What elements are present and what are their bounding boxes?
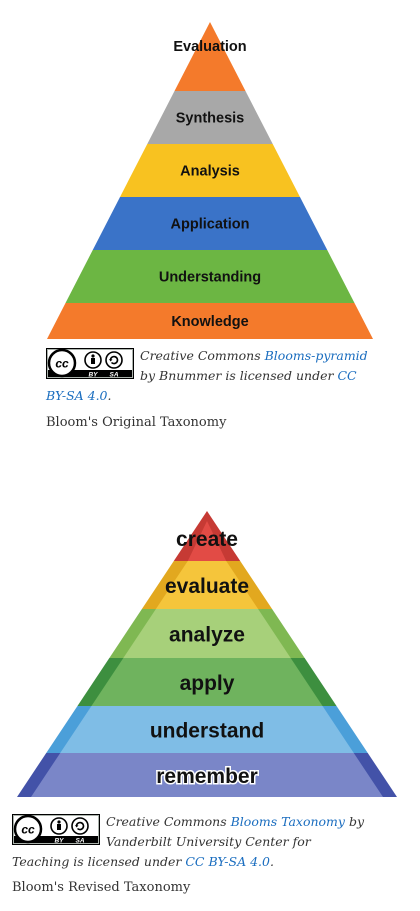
- original-credit: cc BY SA Creative Commons Blooms-pyramid…: [46, 348, 368, 403]
- source-link[interactable]: Blooms Taxonomy: [230, 814, 345, 829]
- pyramid-level-analyze: [123, 609, 291, 658]
- pyramid-level-apply: [91, 658, 323, 706]
- pyramid-level-create: [187, 521, 227, 561]
- license-link[interactable]: CC BY-SA 4.0: [185, 854, 270, 869]
- pyramid-level-evaluation: [174, 22, 246, 91]
- pyramid-level-knowledge: [47, 303, 373, 339]
- svg-text:BY: BY: [88, 371, 98, 378]
- pyramid-level-analysis: [120, 144, 300, 197]
- pyramid-label-knowledge: Knowledge: [171, 314, 248, 330]
- original-caption: Bloom's Original Taxonomy: [46, 415, 227, 430]
- pyramid-label-remember: remember: [156, 765, 258, 788]
- pyramid-label-synthesis: Synthesis: [176, 111, 245, 127]
- pyramid-label-apply: apply: [180, 672, 235, 695]
- cc-text: cc: [21, 823, 35, 837]
- svg-text:SA: SA: [75, 837, 84, 844]
- svg-text:BY: BY: [54, 837, 64, 844]
- pyramid-level-understand: [60, 706, 354, 753]
- source-link[interactable]: Blooms-pyramid: [264, 348, 368, 363]
- pyramid-label-evaluate: evaluate: [165, 575, 249, 598]
- pyramid-label-create: create: [176, 528, 238, 551]
- pyramid-level-application: [92, 197, 328, 250]
- pyramid-label-understand: understand: [150, 720, 264, 743]
- pyramid-label-analysis: Analysis: [180, 164, 240, 180]
- revised-taxonomy-pyramid: create evaluate analyze apply understand reme…: [17, 511, 397, 797]
- pyramid-label-application: Application: [171, 217, 250, 233]
- original-taxonomy-pyramid: EvaluationSynthesisAnalysisApplicationUn…: [47, 22, 373, 339]
- share-alike-icon: [71, 817, 89, 835]
- revised-credit: cc BY SA Creative Commons Blooms Taxonom…: [12, 814, 365, 869]
- pyramid-level-understanding: [65, 250, 355, 303]
- pyramid-level-synthesis: [147, 91, 273, 144]
- cc-text: cc: [55, 357, 69, 371]
- pyramid-level-evaluate: [155, 561, 259, 609]
- revised-caption: Bloom's Revised Taxonomy: [12, 880, 191, 895]
- pyramid-label-analyze: analyze: [169, 624, 245, 647]
- pyramid-label-evaluation: Evaluation: [173, 39, 246, 55]
- cc-by-sa-badge: cc BY SA: [46, 348, 134, 379]
- pyramid-level-remember: [31, 753, 383, 797]
- svg-text:SA: SA: [109, 371, 118, 378]
- license-link[interactable]: CC BY-SA 4.0: [46, 368, 357, 403]
- share-alike-icon: [105, 351, 123, 369]
- cc-by-sa-badge: cc BY SA: [12, 814, 100, 845]
- pyramid-label-understanding: Understanding: [159, 270, 261, 286]
